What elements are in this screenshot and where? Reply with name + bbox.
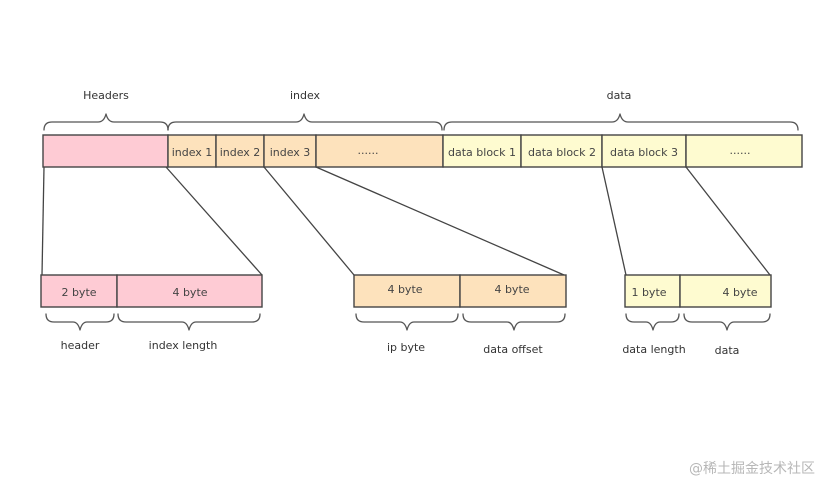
header-detail-brace-2 — [117, 313, 261, 331]
data-expand-line-right — [685, 166, 771, 276]
index-group-label: index — [290, 89, 321, 102]
index-more-label: ...... — [358, 144, 379, 157]
header-detail-label-1: header — [61, 339, 100, 352]
data-block-3-label: data block 3 — [610, 146, 678, 159]
data-block-3-cell — [601, 134, 687, 168]
data-more-label: ...... — [730, 144, 751, 157]
data-detail-cell-1 — [624, 274, 681, 308]
index-1-label: index 1 — [172, 146, 213, 159]
data-expand-line-left — [601, 166, 627, 276]
index-2-label: index 2 — [220, 146, 261, 159]
data-detail-brace-1 — [625, 313, 680, 331]
header-detail-cell-1 — [40, 274, 118, 308]
index-detail-cell-1-label: 4 byte — [387, 283, 422, 296]
index-detail-brace-2 — [462, 313, 566, 331]
data-group-label: data — [607, 89, 632, 102]
index-brace — [167, 113, 443, 131]
headers-expand-line-right — [165, 166, 263, 276]
header-detail-cell-2 — [116, 274, 263, 308]
data-block-1-label: data block 1 — [448, 146, 516, 159]
data-more-cell — [685, 134, 803, 168]
header-detail-cell-1-label: 2 byte — [61, 286, 96, 299]
index-detail-cell-2 — [459, 274, 567, 308]
index-3-cell — [263, 134, 317, 168]
headers-brace — [43, 113, 169, 131]
index-expand-line-left — [263, 166, 355, 276]
headers-segment — [42, 134, 169, 168]
index-detail-cell-2-label: 4 byte — [494, 283, 529, 296]
index-3-label: index 3 — [270, 146, 311, 159]
data-brace — [443, 113, 799, 131]
index-detail-label-1: ip byte — [387, 341, 425, 354]
data-detail-label-1: data length — [622, 343, 685, 356]
data-block-2-cell — [520, 134, 603, 168]
headers-group-label: Headers — [83, 89, 129, 102]
index-detail-cell-1 — [353, 274, 461, 308]
header-detail-brace-1 — [45, 313, 115, 331]
header-detail-cell-2-label: 4 byte — [172, 286, 207, 299]
index-detail-brace-1 — [355, 313, 459, 331]
watermark-text: @稀土掘金技术社区 — [689, 461, 815, 477]
data-detail-brace-2 — [683, 313, 771, 331]
data-detail-label-2: data — [715, 344, 740, 357]
header-detail-label-2: index length — [149, 339, 218, 352]
data-detail-cell-1-label: 1 byte — [631, 286, 666, 299]
headers-expand-line-left — [41, 166, 45, 276]
data-detail-cell-2-label: 4 byte — [722, 286, 757, 299]
index-detail-label-2: data offset — [483, 343, 543, 356]
index-1-cell — [167, 134, 217, 168]
index-expand-line-right — [315, 166, 565, 276]
data-detail-cell-2 — [679, 274, 772, 308]
index-2-cell — [215, 134, 265, 168]
index-more-cell — [315, 134, 444, 168]
data-block-2-label: data block 2 — [528, 146, 596, 159]
